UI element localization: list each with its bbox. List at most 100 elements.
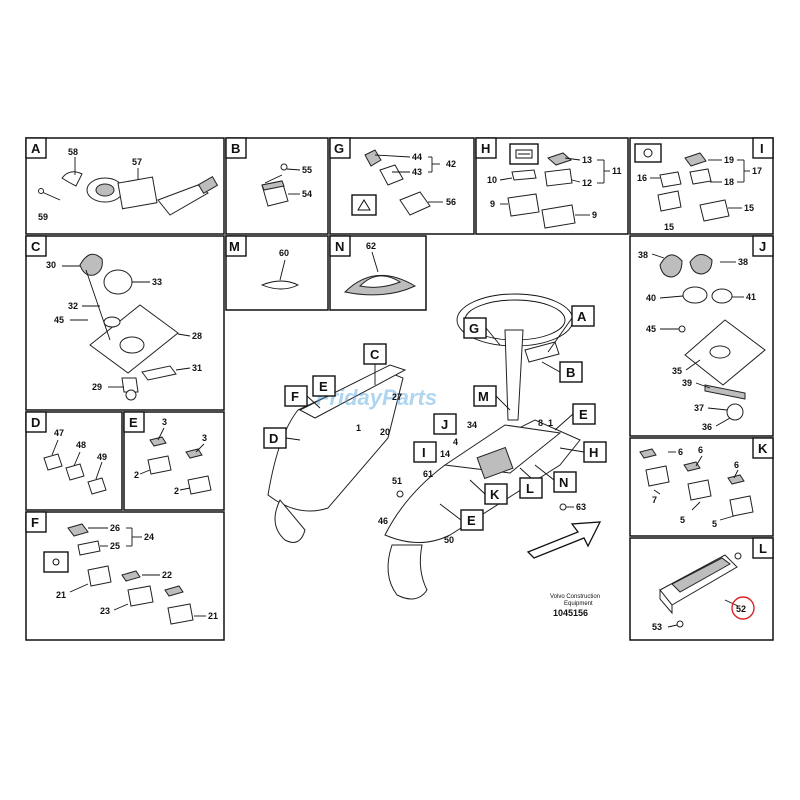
panel-m-tag-label: M	[229, 239, 240, 254]
label-36: 36	[702, 422, 712, 432]
label-40: 40	[646, 293, 656, 303]
callout-i[interactable]	[413, 441, 437, 463]
label-43: 43	[412, 167, 422, 177]
main-label-27: 27	[392, 392, 402, 402]
panel-k-tag[interactable]	[752, 437, 774, 459]
main-label-8: 8	[538, 418, 543, 428]
panel-f-tag[interactable]	[25, 511, 47, 533]
panel-c-tag-label: C	[31, 239, 41, 254]
callout-j-label: J	[441, 417, 448, 432]
label-15b: 15	[744, 203, 754, 213]
main-label-1a: 1	[356, 423, 361, 433]
callout-e-bottom-label: E	[467, 513, 476, 528]
panel-n-tag[interactable]	[329, 235, 351, 257]
main-view: FridayParts	[267, 293, 602, 600]
label-10: 10	[487, 175, 497, 185]
caption-part-number: 1045156	[553, 608, 588, 618]
label-26: 26	[110, 523, 120, 533]
label-52: 52	[736, 604, 746, 614]
panel-e-tag[interactable]	[123, 411, 145, 433]
panel-j-tag[interactable]	[752, 235, 774, 257]
callout-l-label: L	[526, 481, 534, 496]
panel-j: J 38 38 40 41 45 35 39 37 36	[629, 235, 774, 437]
main-label-20: 20	[380, 427, 390, 437]
callout-b-label: B	[566, 365, 575, 380]
label-13: 13	[582, 155, 592, 165]
label-6b: 6	[698, 445, 703, 455]
panel-k: K 6 6 6 7 5 5	[629, 437, 774, 537]
panel-e-tag-label: E	[129, 415, 138, 430]
main-label-34: 34	[467, 420, 477, 430]
panel-d-tag-label: D	[31, 415, 40, 430]
panel-n-tag-label: N	[335, 239, 344, 254]
panel-m-tag[interactable]	[225, 235, 247, 257]
panel-l-tag[interactable]	[752, 537, 774, 559]
panel-h: H 13 10 12 11 9 9	[475, 137, 629, 235]
panel-h-tag[interactable]	[475, 137, 497, 159]
panel-g-tag[interactable]	[329, 137, 351, 159]
panel-b: B 55 54	[225, 137, 329, 235]
panel-i: I 19 16 18 17 15 15	[629, 137, 774, 235]
label-57: 57	[132, 157, 142, 167]
panel-d-tag[interactable]	[25, 411, 47, 433]
callout-j[interactable]	[433, 413, 457, 435]
watermark: FridayParts	[316, 385, 437, 410]
label-49: 49	[97, 452, 107, 462]
label-59: 59	[38, 212, 48, 222]
callout-a-label: A	[577, 309, 587, 324]
caption-company: Volvo Construction	[550, 594, 600, 600]
label-2a: 2	[134, 470, 139, 480]
label-5b: 5	[712, 519, 717, 529]
panel-a: A 58 57 59	[25, 137, 225, 235]
label-58: 58	[68, 147, 78, 157]
label-22: 22	[162, 570, 172, 580]
label-38a: 38	[638, 250, 648, 260]
main-label-61: 61	[423, 469, 433, 479]
label-30: 30	[46, 260, 56, 270]
label-32: 32	[68, 301, 78, 311]
callout-a[interactable]	[571, 305, 595, 327]
label-6c: 6	[734, 460, 739, 470]
panel-g-tag-label: G	[334, 141, 344, 156]
panel-n: N 62	[329, 235, 427, 311]
label-28: 28	[192, 331, 202, 341]
label-29: 29	[92, 382, 102, 392]
panel-g: G 44 43 42 56	[329, 137, 475, 235]
callout-i-label: I	[422, 445, 426, 460]
label-54: 54	[302, 189, 312, 199]
panel-b-tag[interactable]	[225, 137, 247, 159]
label-12: 12	[582, 178, 592, 188]
label-56: 56	[446, 197, 456, 207]
label-3a: 3	[162, 417, 167, 427]
label-33: 33	[152, 277, 162, 287]
label-47: 47	[54, 428, 64, 438]
callout-k-label: K	[490, 487, 500, 502]
label-9b: 9	[592, 210, 597, 220]
panel-a-tag[interactable]	[25, 137, 47, 159]
panel-h-tag-label: H	[481, 141, 490, 156]
callout-n[interactable]	[553, 471, 577, 493]
callout-e-right-label: E	[579, 407, 588, 422]
panel-i-tag[interactable]	[752, 137, 774, 159]
label-37: 37	[694, 403, 704, 413]
panel-m: M 60	[225, 235, 329, 311]
label-41: 41	[746, 292, 756, 302]
callout-e-top[interactable]	[312, 375, 336, 397]
label-42: 42	[446, 159, 456, 169]
label-6a: 6	[678, 447, 683, 457]
panel-c: C 30 33 32 45 28 31 29	[25, 235, 225, 411]
panel-d: D 47 48 49	[25, 411, 123, 511]
label-48: 48	[76, 440, 86, 450]
caption: Volvo Construction Equipment 1045156	[550, 594, 600, 618]
label-11: 11	[612, 166, 622, 176]
panel-f: F 26 24 25 22 21 23 21	[25, 511, 225, 641]
main-label-14: 14	[440, 449, 450, 459]
label-44: 44	[412, 152, 422, 162]
label-18: 18	[724, 177, 734, 187]
main-label-63: 63	[576, 502, 586, 512]
label-25: 25	[110, 541, 120, 551]
callout-e-top-label: E	[319, 379, 328, 394]
label-16: 16	[637, 173, 647, 183]
panel-c-tag[interactable]	[25, 235, 47, 257]
panel-e: E 3 3 2 2	[123, 411, 225, 511]
